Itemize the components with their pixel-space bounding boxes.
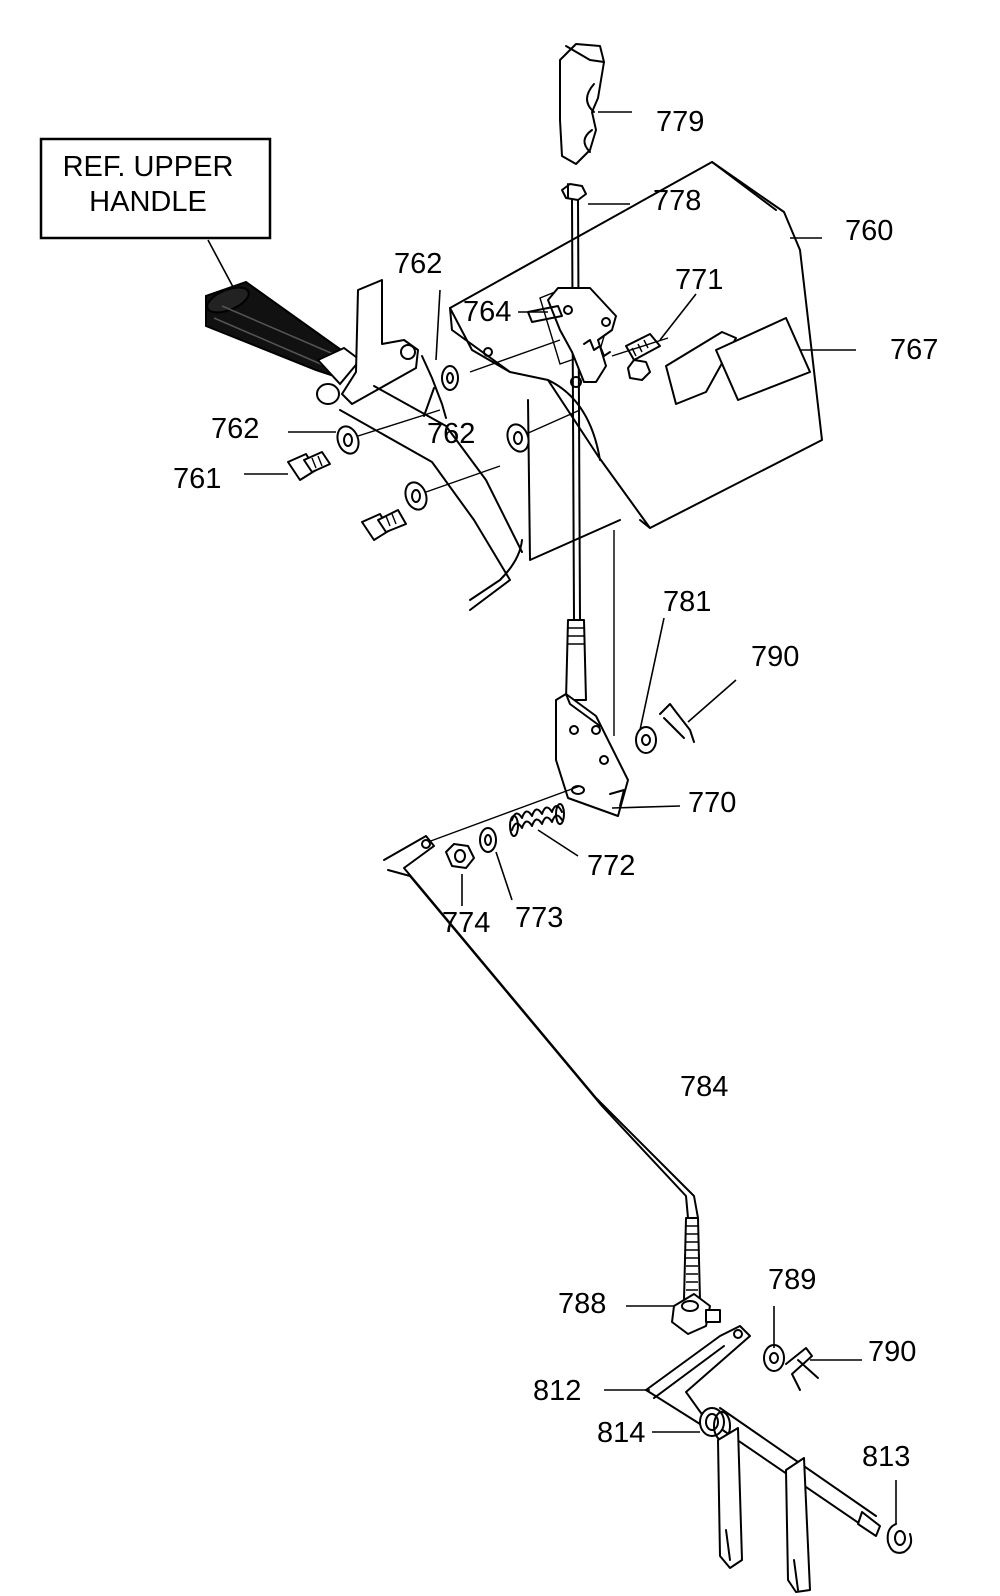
label-761: 761: [173, 463, 221, 495]
label-773: 773: [515, 902, 563, 934]
shift-fork-left: [717, 1427, 743, 1569]
leader-lines: [244, 111, 897, 1524]
label-790-lower: 790: [868, 1336, 916, 1368]
cotter-pin-790-upper: [659, 703, 695, 743]
spring-772: [509, 803, 565, 837]
label-762-left: 762: [211, 413, 259, 445]
console-frame: [339, 385, 621, 611]
shift-fork-right: [785, 1457, 811, 1593]
reference-line-2: HANDLE: [89, 186, 207, 218]
e-ring-813: [886, 1523, 913, 1554]
washer-781: [635, 726, 657, 754]
label-770: 770: [688, 787, 736, 819]
nut-774: [445, 843, 475, 869]
label-760: 760: [845, 215, 893, 247]
bolt-lower: [361, 509, 407, 541]
bolt-761: [287, 451, 331, 481]
reference-box: REF. UPPER HANDLE: [39, 137, 272, 306]
shift-knob: [559, 43, 605, 165]
shift-plate: [527, 287, 617, 383]
shift-bolt: [625, 333, 661, 381]
washer-773: [479, 827, 497, 853]
alignment-lines: [357, 337, 669, 493]
washer-762-left: [336, 425, 360, 455]
jam-nut: [561, 183, 587, 201]
washer-789: [763, 1344, 785, 1372]
label-788: 788: [558, 1288, 606, 1320]
label-812: 812: [533, 1375, 581, 1407]
label-772: 772: [587, 850, 635, 882]
label-779: 779: [656, 106, 704, 138]
washer-762-upper: [441, 365, 459, 391]
label-778: 778: [653, 185, 701, 217]
label-781: 781: [663, 586, 711, 618]
washer-762-center: [506, 423, 530, 453]
cotter-pin-790-lower: [785, 1347, 819, 1391]
label-814: 814: [597, 1417, 645, 1449]
label-774: 774: [442, 907, 490, 939]
ferrule-788: [671, 1293, 721, 1335]
label-762-top: 762: [394, 248, 442, 280]
shift-rod-784: [383, 835, 701, 1301]
upper-handle-grip: [205, 280, 362, 405]
label-784: 784: [680, 1071, 728, 1103]
label-790-upper: 790: [751, 641, 799, 673]
decal: [665, 317, 811, 405]
label-789: 789: [768, 1264, 816, 1296]
label-771: 771: [675, 264, 723, 296]
label-813: 813: [862, 1441, 910, 1473]
shift-lever: [555, 530, 629, 817]
washer-lower-left: [404, 481, 428, 511]
label-762-center: 762: [427, 418, 475, 450]
label-764: 764: [463, 296, 511, 328]
shift-arm-812: [645, 1325, 751, 1425]
reference-line-1: REF. UPPER: [63, 151, 234, 183]
label-767: 767: [890, 334, 938, 366]
handle-bracket: [341, 279, 447, 419]
